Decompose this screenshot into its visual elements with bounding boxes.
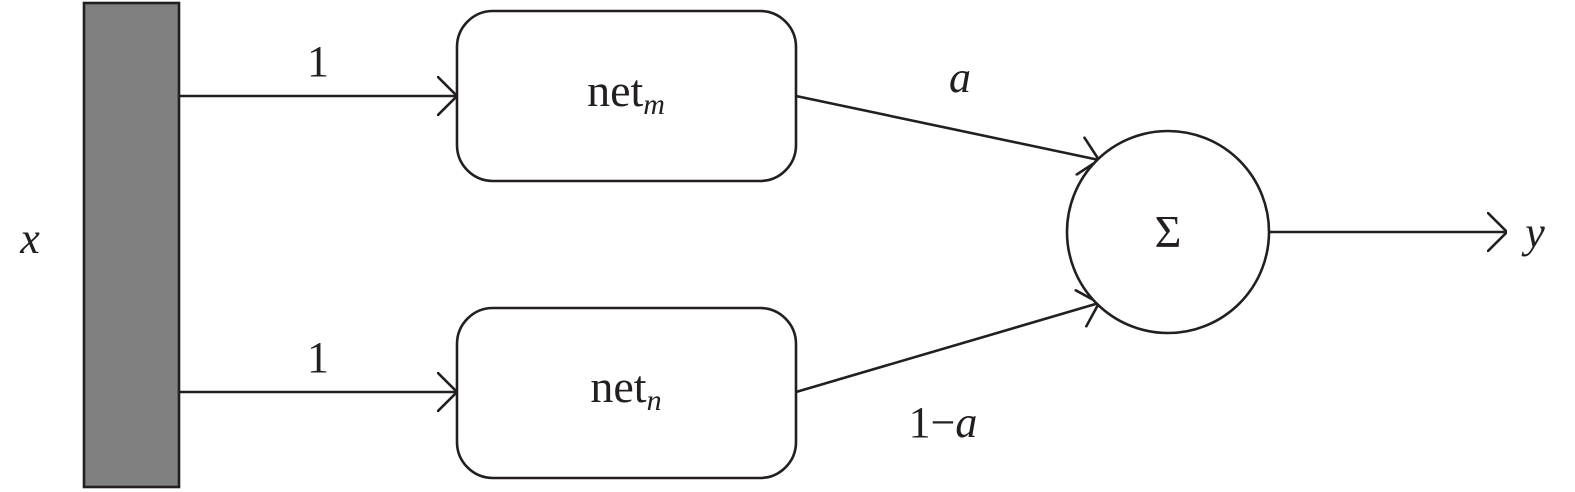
input-bar bbox=[82, 1, 181, 489]
arrow-net-n-to-sum bbox=[795, 303, 1099, 394]
weight-label-top-output: a bbox=[949, 53, 971, 102]
input-label-x: x bbox=[19, 214, 40, 263]
arrow-net-m-to-sum bbox=[795, 94, 1099, 160]
weight-label-top-input: 1 bbox=[307, 37, 329, 86]
net-n-box bbox=[455, 306, 798, 480]
weight-label-bottom-input: 1 bbox=[307, 333, 329, 382]
sum-symbol: Σ bbox=[1155, 206, 1182, 257]
weight-label-bottom-output-num: 1− bbox=[909, 398, 956, 447]
net-m-base: net bbox=[587, 65, 643, 116]
net-n-base: net bbox=[590, 361, 646, 412]
net-n-subscript: n bbox=[647, 384, 662, 417]
weight-label-bottom-output-var: a bbox=[955, 398, 977, 447]
net-n-label: netn bbox=[590, 361, 661, 417]
output-label-y: y bbox=[1521, 208, 1545, 257]
net-m-label: netm bbox=[587, 65, 665, 121]
weight-label-bottom-output: 1−a bbox=[909, 398, 978, 447]
net-m-subscript: m bbox=[643, 88, 665, 121]
